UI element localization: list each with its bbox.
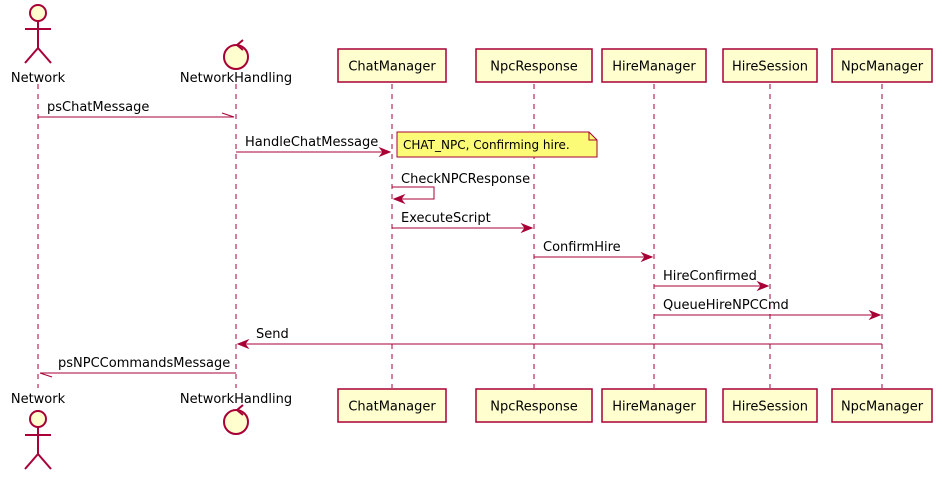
half-arrowhead <box>221 112 235 118</box>
note: CHAT_NPC, Confirming hire. <box>396 131 598 158</box>
npcresponse-box-bottom: NpcResponse <box>475 388 593 423</box>
message-label: Send <box>256 327 289 342</box>
npcresponse-label-top: NpcResponse <box>490 60 578 75</box>
chatmanager-label-top: ChatManager <box>348 60 436 75</box>
arrowhead <box>378 146 392 158</box>
self-message-line <box>392 186 435 200</box>
participant-box <box>475 48 593 83</box>
notes: CHAT_NPC, Confirming hire. <box>396 131 598 158</box>
half-arrowhead <box>39 372 53 378</box>
participant-box <box>831 388 933 423</box>
networkhandling-control-top: NetworkHandling <box>180 39 292 86</box>
message-3: CheckNPCResponse <box>392 172 530 205</box>
network-label-bottom: Network <box>11 392 66 407</box>
npcresponse-label-bottom: NpcResponse <box>490 400 578 415</box>
network-actor-bottom: Network <box>11 392 66 470</box>
message-label: QueueHireNPCCmd <box>663 298 789 313</box>
network-actor-top: Network <box>11 4 66 86</box>
networkhandling-label-top: NetworkHandling <box>180 71 292 86</box>
hiremanager-box-bottom: HireManager <box>601 388 707 423</box>
control-arrow-icon <box>236 404 244 416</box>
message-label: psNPCCommandsMessage <box>58 356 230 371</box>
message-label: CheckNPCResponse <box>401 172 530 187</box>
message-label: psChatMessage <box>47 100 149 115</box>
control-arrow-icon <box>236 39 244 51</box>
arrowhead <box>868 309 882 321</box>
network-label-top: Network <box>11 71 66 86</box>
participant-box <box>475 388 593 423</box>
arrowhead <box>236 338 250 350</box>
arrowhead <box>756 280 770 292</box>
hiresession-box-top: HireSession <box>722 48 818 83</box>
hiresession-box-bottom: HireSession <box>722 388 818 423</box>
actor-head <box>29 4 47 22</box>
arrowhead <box>392 193 406 205</box>
lifelines <box>37 84 883 388</box>
npcmanager-box-top: NpcManager <box>831 48 933 83</box>
npcmanager-label-top: NpcManager <box>841 60 924 75</box>
participant-box <box>337 48 447 83</box>
messages: psChatMessageHandleChatMessageCheckNPCRe… <box>38 100 882 378</box>
note-fold <box>588 132 597 141</box>
message-label: ExecuteScript <box>401 211 491 226</box>
arrowhead <box>520 222 534 234</box>
chatmanager-box-top: ChatManager <box>337 48 447 83</box>
message-9: psNPCCommandsMessage <box>39 356 236 378</box>
message-label: HandleChatMessage <box>245 135 378 150</box>
actor-head <box>29 410 47 428</box>
chatmanager-box-bottom: ChatManager <box>337 388 447 423</box>
actor-body <box>24 427 52 470</box>
networkhandling-control-bottom: NetworkHandling <box>180 392 292 435</box>
hiremanager-box-top: HireManager <box>601 48 707 83</box>
networkhandling-label-bottom: NetworkHandling <box>180 392 292 407</box>
message-label: ConfirmHire <box>543 240 621 255</box>
participant-box <box>601 388 707 423</box>
hiresession-label-bottom: HireSession <box>732 400 808 415</box>
participant-box <box>722 388 818 423</box>
participant-box <box>601 48 707 83</box>
message-4: ExecuteScript <box>392 211 534 234</box>
hiresession-label-top: HireSession <box>732 60 808 75</box>
note-body <box>396 131 598 158</box>
hiremanager-label-bottom: HireManager <box>612 400 696 415</box>
chatmanager-label-bottom: ChatManager <box>348 400 436 415</box>
participants: NetworkNetworkNetworkHandlingNetworkHand… <box>11 4 933 470</box>
message-1: psChatMessage <box>38 100 235 118</box>
message-6: HireConfirmed <box>654 269 770 292</box>
npcresponse-box-top: NpcResponse <box>475 48 593 83</box>
message-8: Send <box>236 327 882 350</box>
message-label: HireConfirmed <box>663 269 757 284</box>
message-2: HandleChatMessage <box>236 135 392 158</box>
message-5: ConfirmHire <box>534 240 654 263</box>
participant-box <box>722 48 818 83</box>
message-7: QueueHireNPCCmd <box>654 298 882 321</box>
control-icon <box>223 44 249 70</box>
arrowhead <box>640 251 654 263</box>
actor-body <box>24 21 52 64</box>
hiremanager-label-top: HireManager <box>612 60 696 75</box>
npcmanager-label-bottom: NpcManager <box>841 400 924 415</box>
participant-box <box>337 388 447 423</box>
control-icon <box>223 409 249 435</box>
npcmanager-box-bottom: NpcManager <box>831 388 933 423</box>
note-text: CHAT_NPC, Confirming hire. <box>403 138 570 152</box>
participant-box <box>831 48 933 83</box>
